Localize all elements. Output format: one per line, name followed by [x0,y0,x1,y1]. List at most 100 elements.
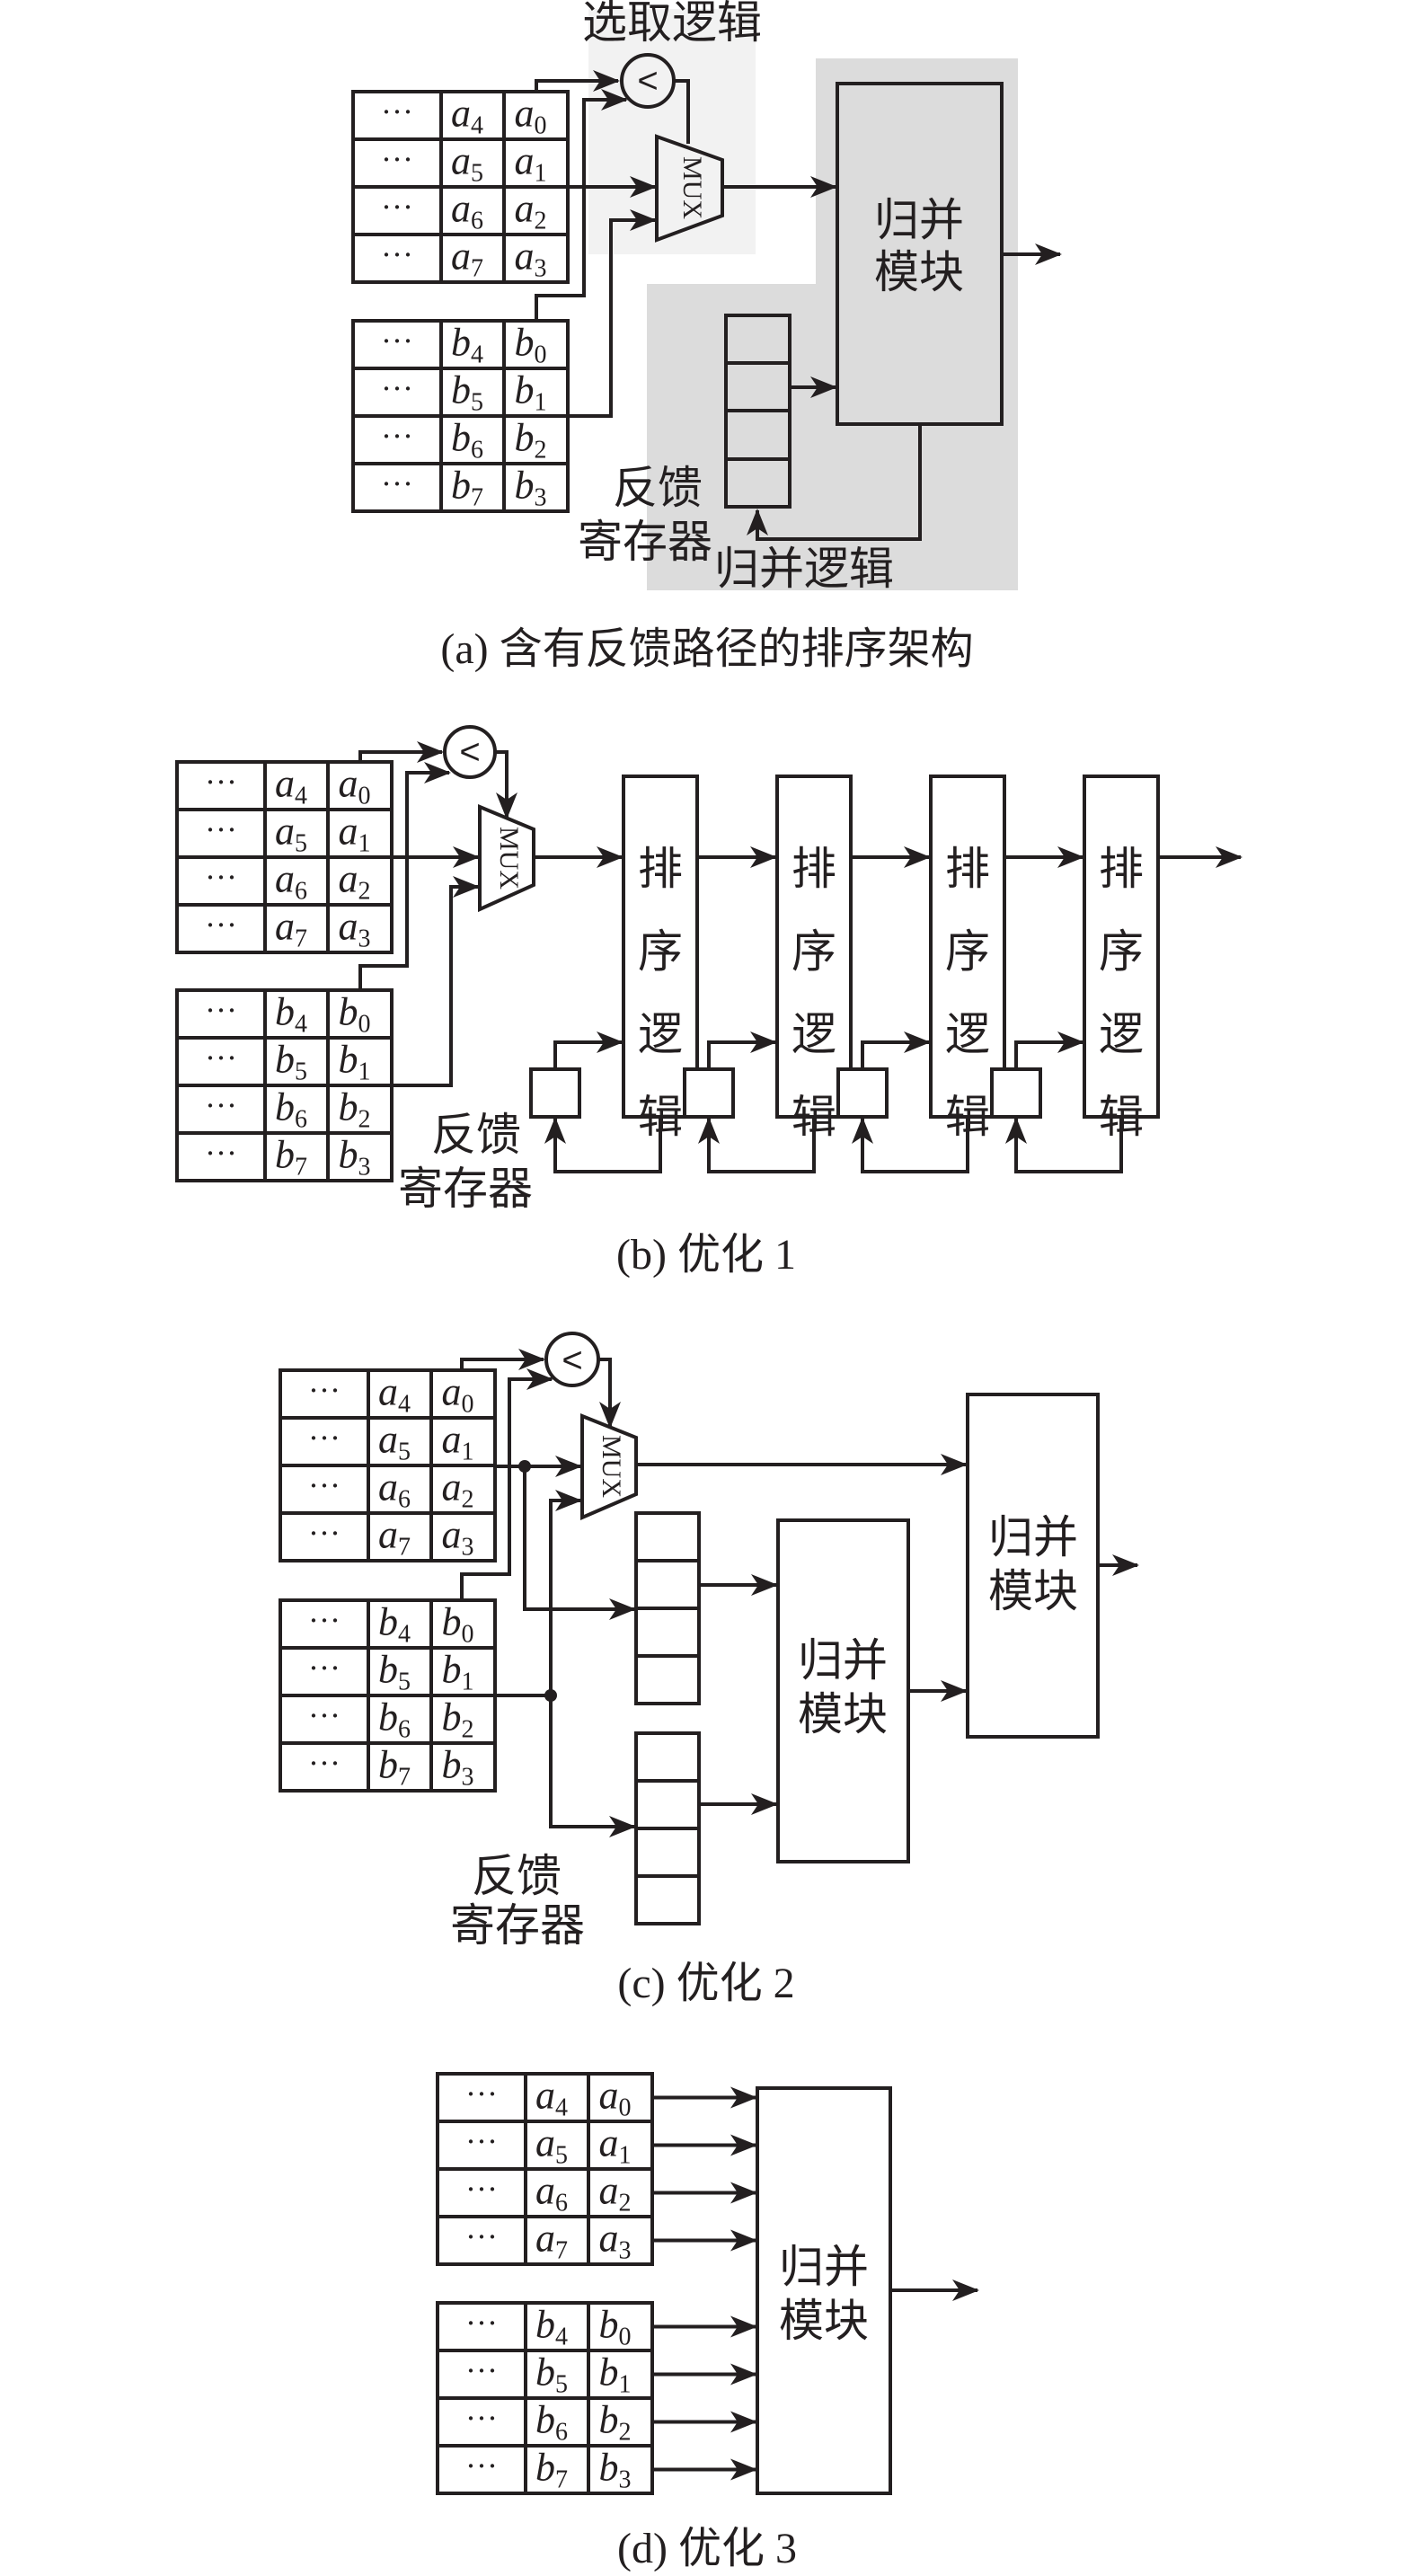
feedback-register-label-1: 反馈 [472,1850,562,1902]
element-a2: a2 [515,187,547,235]
ellipsis-cell: ··· [381,237,413,273]
element-a4: a4 [275,762,307,810]
wire-b-to-mux [494,1490,582,1697]
element-a3: a3 [339,905,371,953]
select-logic-label: 选取逻辑 [582,0,762,49]
merge-block-label-2: 模块 [779,2295,869,2347]
element-b3: b3 [339,1133,371,1182]
element-a6: a6 [451,187,483,235]
sort-logic-char: 序 [945,925,990,978]
element-b4: b4 [535,2303,568,2351]
ellipsis-cell: ··· [308,1421,340,1456]
ellipsis-cell: ··· [308,1746,340,1782]
element-a5: a5 [378,1418,411,1466]
element-a3: a3 [599,2217,632,2265]
ellipsis-cell: ··· [205,765,237,801]
wire-a0-to-comparator [460,1349,545,1370]
element-a1: a1 [599,2121,632,2170]
sort-logic-char: 序 [792,925,836,978]
ellipsis-cell: ··· [205,907,237,943]
feedback-register [724,314,792,509]
element-b6: b6 [535,2398,568,2447]
ellipsis-cell: ··· [381,94,413,130]
element-a1: a1 [515,139,547,188]
wire-comparator-to-mux [495,750,517,819]
feedback-register [836,1067,889,1119]
element-a5: a5 [275,810,307,858]
wire-comparator-to-mux [598,1358,621,1429]
ellipsis-cell: ··· [381,323,413,359]
element-b5: b5 [275,1038,307,1086]
sort-logic-char: 逻 [792,1008,836,1060]
ellipsis-cell: ··· [308,1468,340,1504]
wire-b-to-mux [392,876,480,1087]
element-a6: a6 [275,857,307,906]
ellipsis-cell: ··· [205,1088,237,1124]
wire-a0-to-comparator [535,70,620,92]
merge-block-inner [776,1518,910,1863]
element-a2: a2 [599,2169,632,2217]
feedback-path [852,1117,969,1173]
ellipsis-cell: ··· [205,1136,237,1172]
ellipsis-cell: ··· [308,1516,340,1552]
element-b1: b1 [339,1038,371,1086]
comparator-symbol: < [637,61,658,101]
mux [478,804,535,913]
element-b1: b1 [599,2350,632,2399]
sort-logic-char: 逻 [638,1008,683,1060]
sort-logic-char: 排 [1099,843,1144,895]
ellipsis-cell: ··· [308,1651,340,1686]
wire-b0-to-comparator [460,1368,553,1600]
ellipsis-cell: ··· [465,2353,498,2389]
ellipsis-cell: ··· [205,993,237,1029]
caption-d: (d) 优化 3 [617,2525,797,2572]
merge-block-label-1: 归并 [779,2241,869,2293]
wire-register-to-sort [861,1031,931,1069]
element-a5: a5 [451,139,483,188]
element-a7: a7 [451,235,483,283]
caption-c: (c) 优化 2 [617,1960,794,2007]
mux-label: MUX [677,156,707,219]
sort-logic-char: 序 [1099,925,1144,978]
feedback-register-label-2: 寄存器 [398,1163,533,1215]
merge-logic-label: 归并逻辑 [714,543,894,595]
feedback-path [747,424,922,541]
element-b5: b5 [378,1648,411,1696]
element-b0: b0 [599,2303,632,2351]
input-arrows [653,2086,757,2481]
element-b5: b5 [535,2350,568,2399]
element-a7: a7 [378,1513,411,1562]
element-a4: a4 [378,1370,411,1419]
merge-block [836,82,1004,426]
element-b4: b4 [451,321,483,369]
element-b1: b1 [515,368,547,417]
element-b0: b0 [442,1600,474,1649]
